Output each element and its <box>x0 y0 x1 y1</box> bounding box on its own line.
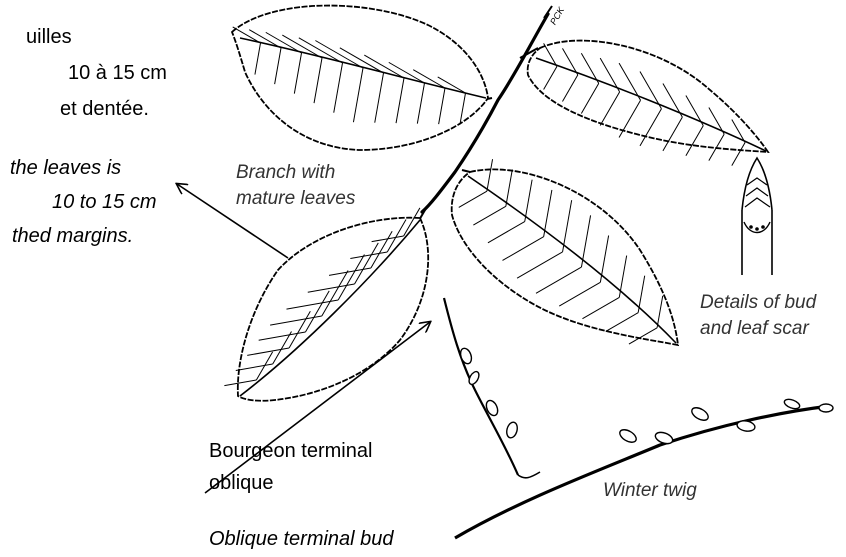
bud-detail-label-line-1: Details of bud <box>700 293 816 313</box>
bud-detail-drawing <box>742 158 772 275</box>
bud-note-fr-line-1: Bourgeon terminal <box>209 441 372 462</box>
leaf-middle-right <box>452 159 678 345</box>
leaf-note-en-line-3: thed margins. <box>12 226 133 247</box>
bud-note-en: Oblique terminal bud <box>209 529 394 550</box>
leaf-note-fr-line-1: uilles <box>26 27 72 48</box>
branch-label-line-1: Branch with <box>236 163 335 183</box>
winter-twig-label: Winter twig <box>603 481 697 501</box>
leaf-top-left <box>232 6 488 150</box>
leaf-note-fr-line-3: et dentée. <box>60 99 149 120</box>
bud-note-fr-line-2: oblique <box>209 473 274 494</box>
bud-detail-label-line-2: and leaf scar <box>700 319 809 339</box>
leaf-note-en-line-1: the leaves is <box>10 158 121 179</box>
branch-label-line-2: mature leaves <box>236 189 355 209</box>
leaf-note-en-line-2: 10 to 15 cm <box>52 192 157 213</box>
leaf-note-fr-line-2: 10 à 15 cm <box>68 63 167 84</box>
leaf-top-right <box>528 41 768 166</box>
